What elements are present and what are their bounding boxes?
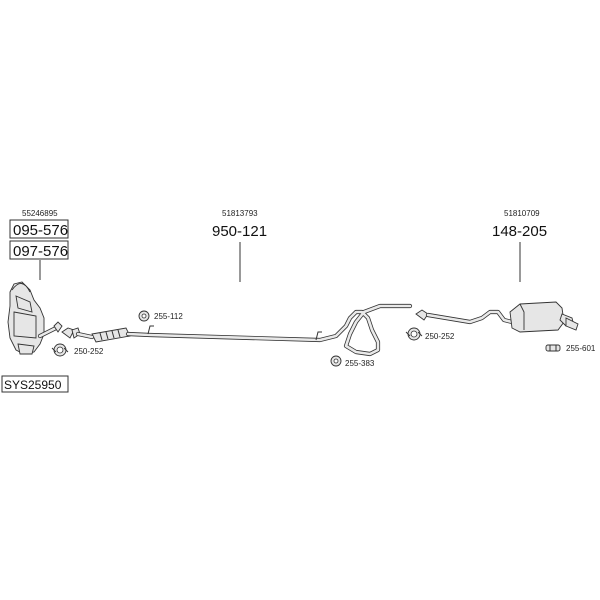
part-number-rear-silencer[interactable]: 148-205 [492,223,547,240]
oe-number-catalyst: 55246895 [22,209,58,218]
system-label-box [1,375,69,393]
part-number-catalyst-2[interactable]: 097-576 [13,243,68,260]
rear-silencer-part[interactable] [415,301,579,333]
system-label: SYS25950 [4,378,62,392]
part-box-2 [9,240,69,260]
center-pipe-part[interactable] [61,303,413,357]
part-box-1 [9,219,69,239]
clamp-icon-1[interactable] [51,343,69,357]
oe-number-center-pipe: 51813793 [222,209,258,218]
rubber-mount-label-3[interactable]: 255-601 [566,344,596,353]
part-number-catalyst-1[interactable]: 095-576 [13,222,68,239]
rubber-mount-icon-2[interactable] [330,355,342,367]
rubber-mount-icon-3[interactable] [545,344,561,352]
clamp-label-1[interactable]: 250-252 [74,347,104,356]
catalyst-part[interactable] [7,281,63,355]
rubber-mount-icon-1[interactable] [138,310,150,322]
rubber-mount-label-2[interactable]: 255-383 [345,359,375,368]
part-number-center-pipe[interactable]: 950-121 [212,223,267,240]
clamp-label-2[interactable]: 250-252 [425,332,455,341]
oe-number-rear-silencer: 51810709 [504,209,540,218]
clamp-icon-2[interactable] [405,327,423,341]
rubber-mount-label-1[interactable]: 255-112 [154,312,183,321]
